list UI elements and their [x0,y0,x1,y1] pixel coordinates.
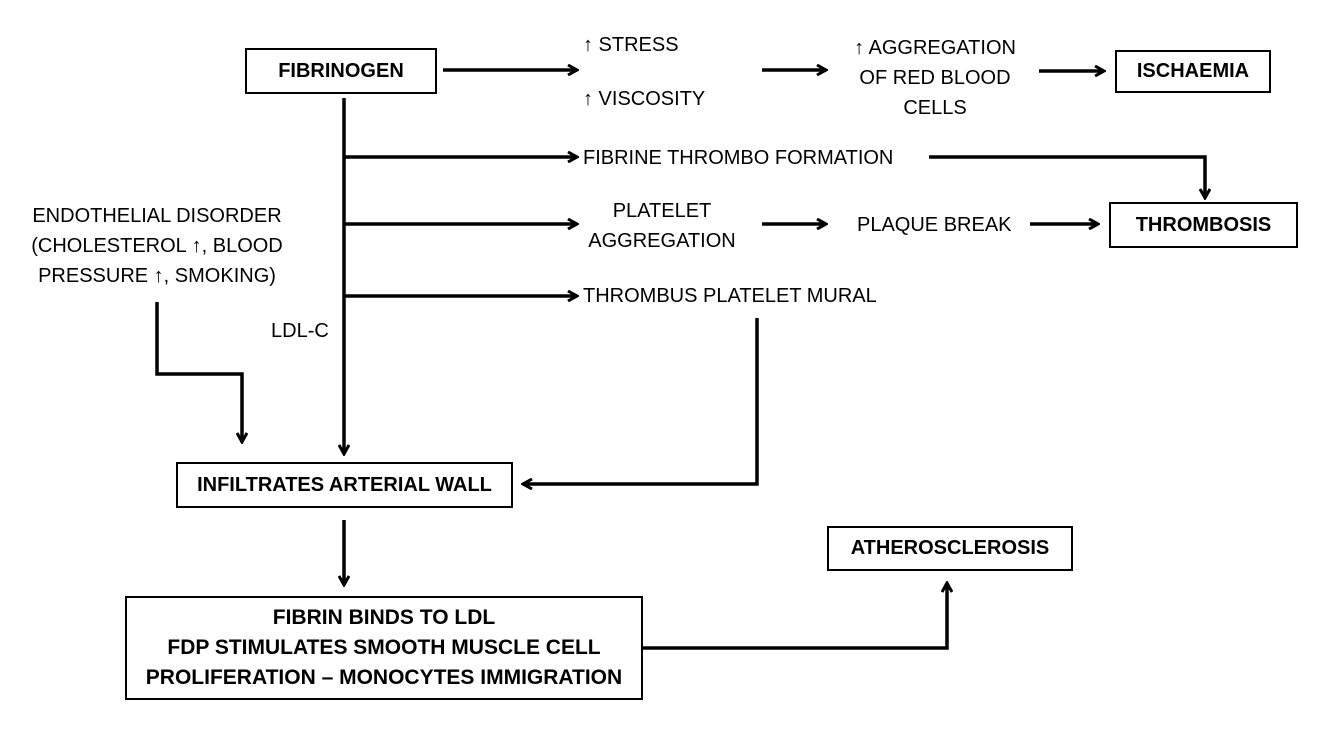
aggregation-line-2: OF RED BLOOD [859,67,1011,89]
aggregation-line-3: CELLS [903,97,967,119]
endothelial-line-1: ENDOTHELIAL DISORDER [32,205,282,227]
aggregation-line-1: ↑ AGGREGATION [854,37,1016,59]
node-thrombosis: THROMBOSIS [1109,202,1298,248]
label-plaque-break: PLAQUE BREAK [857,214,1012,236]
node-infiltrates-arterial-wall: INFILTRATES ARTERIAL WALL [176,462,513,508]
label-viscosity: ↑ VISCOSITY [583,88,706,110]
platelet-line-1: PLATELET [612,200,712,222]
label-platelet-aggregation: PLATELET AGGREGATION [582,196,742,256]
label-fibrine-thrombo-formation: FIBRINE THROMBO FORMATION [583,147,894,169]
node-atherosclerosis: ATHEROSCLEROSIS [827,526,1073,571]
arrow-fibrin-box-to-atherosclerosis [643,583,947,650]
label-stress: ↑ STRESS [583,34,679,56]
endothelial-line-3: PRESSURE ↑, SMOKING) [38,265,276,287]
label-aggregation-rbc: ↑ AGGREGATION OF RED BLOOD CELLS [835,33,1035,123]
node-fibrin-binds-ldl: FIBRIN BINDS TO LDL FDP STIMULATES SMOOT… [125,596,643,700]
arrow-thrombus-mural-to-infiltrates [523,318,759,484]
node-ischaemia: ISCHAEMIA [1115,50,1271,93]
arrow-endothelial-to-infiltrates [155,302,242,442]
fibrin-box-line-1: FIBRIN BINDS TO LDL [272,606,496,629]
fibrin-box-line-3: PROLIFERATION – MONOCYTES IMMIGRATION [145,666,623,689]
label-ldl-c: LDL-C [271,320,329,342]
endothelial-line-2: (CHOLESTEROL ↑, BLOOD [31,235,283,257]
label-endothelial-disorder: ENDOTHELIAL DISORDER (CHOLESTEROL ↑, BLO… [22,201,292,291]
fibrin-box-line-2: FDP STIMULATES SMOOTH MUSCLE CELL [167,636,601,659]
arrow-fibrine-thrombo-to-thrombosis [929,155,1205,198]
node-fibrinogen: FIBRINOGEN [245,48,437,94]
platelet-line-2: AGGREGATION [588,230,736,252]
label-thrombus-platelet-mural: THROMBUS PLATELET MURAL [583,285,877,307]
